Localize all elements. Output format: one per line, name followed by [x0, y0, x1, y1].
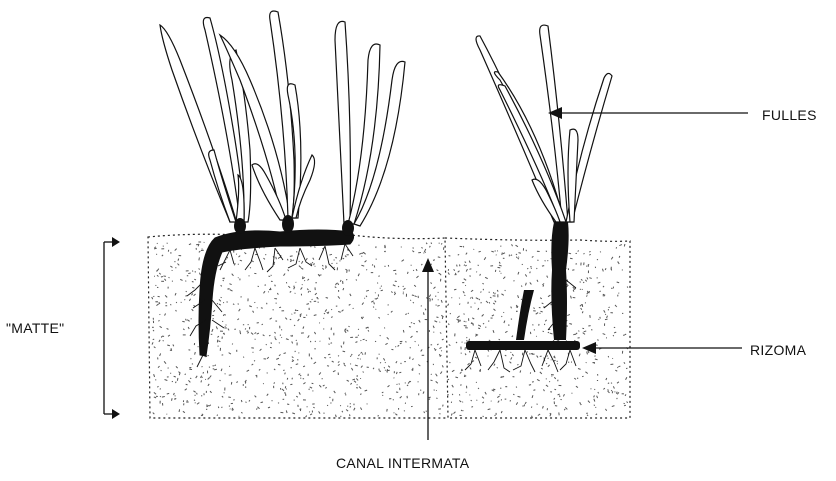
label-fulles: FULLES: [762, 107, 817, 123]
label-rizoma: RIZOMA: [750, 342, 806, 358]
rhizome-left: [199, 215, 354, 356]
leaves-right: [476, 25, 612, 222]
bracket-icon: [104, 237, 120, 419]
label-matte: "MATTE": [6, 320, 64, 336]
leaves-left: [160, 11, 405, 226]
sediment-right: [445, 238, 630, 418]
arrow-rizoma: [582, 342, 742, 354]
sediment-left: [148, 234, 448, 418]
arrow-fulles: [548, 107, 748, 119]
label-canal-intermata: CANAL INTERMATA: [336, 455, 469, 471]
arrow-canal: [422, 258, 434, 440]
rhizome-right-horizontal: [466, 341, 580, 350]
rhizome-right-vertical: [516, 222, 569, 340]
